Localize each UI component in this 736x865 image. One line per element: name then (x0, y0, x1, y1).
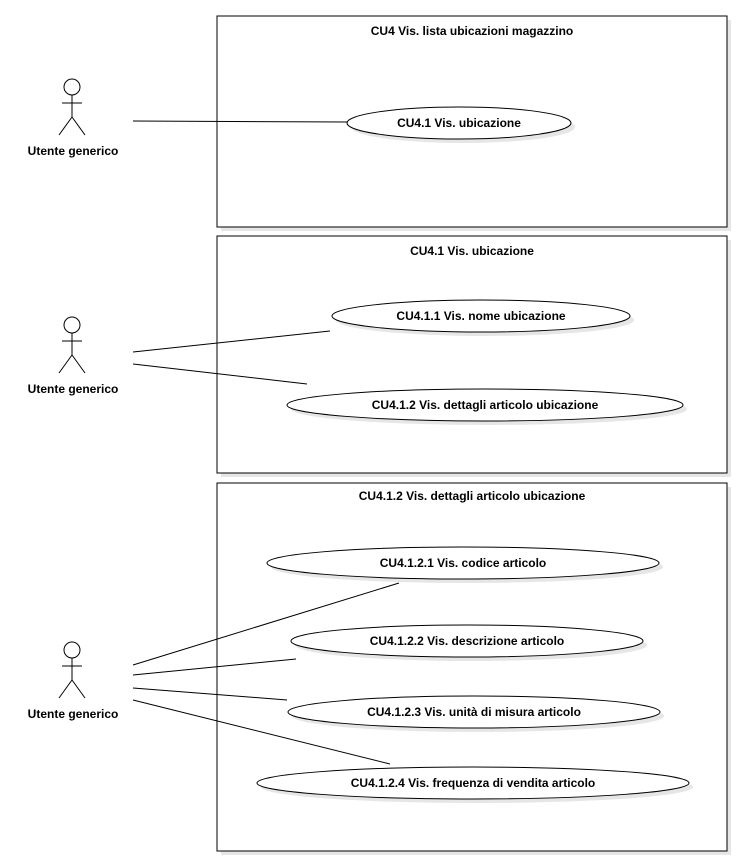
use-case-cu4-1-2: CU4.1.2 Vis. dettagli articolo ubicazion… (286, 388, 687, 425)
system-title-2: CU4.1 Vis. ubicazione (410, 244, 534, 258)
association-line (132, 120, 349, 123)
use-case-cu4-1-1: CU4.1.1 Vis. nome ubicazione (331, 299, 634, 336)
actor-2: Utente generico (28, 316, 119, 396)
association-line (132, 687, 288, 701)
association-line (132, 330, 331, 353)
use-case-label: CU4.1.2.4 Vis. frequenza di vendita arti… (351, 776, 596, 790)
actor-icon (58, 78, 86, 136)
actor-icon (58, 316, 86, 374)
association-line (132, 658, 297, 676)
actor-label-3: Utente generico (28, 707, 119, 721)
association-line (132, 699, 391, 765)
association-line (132, 363, 308, 385)
system-title-1: CU4 Vis. lista ubicazioni magazzino (371, 24, 574, 38)
association-line (132, 582, 400, 666)
use-case-cu4-1-2-2: CU4.1.2.2 Vis. descrizione articolo (290, 624, 647, 661)
actor-label-2: Utente generico (28, 382, 119, 396)
use-case-cu4-1-2-1: CU4.1.2.1 Vis. codice articolo (266, 546, 663, 583)
use-case-label: CU4.1.2.2 Vis. descrizione articolo (370, 634, 565, 648)
actor-icon (58, 641, 86, 699)
use-case-label: CU4.1.2 Vis. dettagli articolo ubicazion… (372, 398, 599, 412)
actor-1: Utente generico (28, 78, 119, 158)
system-boundary-2: CU4.1 Vis. ubicazione (216, 235, 731, 477)
use-case-cu4-1-2-3: CU4.1.2.3 Vis. unità di misura articolo (287, 695, 664, 732)
use-case-label: CU4.1.2.1 Vis. codice articolo (380, 556, 547, 570)
use-case-label: CU4.1 Vis. ubicazione (397, 116, 521, 130)
use-case-label: CU4.1.1 Vis. nome ubicazione (396, 309, 565, 323)
system-title-3: CU4.1.2 Vis. dettagli articolo ubicazion… (359, 489, 586, 503)
use-case-label: CU4.1.2.3 Vis. unità di misura articolo (367, 705, 581, 719)
actor-label-1: Utente generico (28, 144, 119, 158)
actor-3: Utente generico (28, 641, 119, 721)
use-case-cu4-1: CU4.1 Vis. ubicazione (346, 106, 575, 143)
use-case-cu4-1-2-4: CU4.1.2.4 Vis. frequenza di vendita arti… (256, 766, 693, 803)
